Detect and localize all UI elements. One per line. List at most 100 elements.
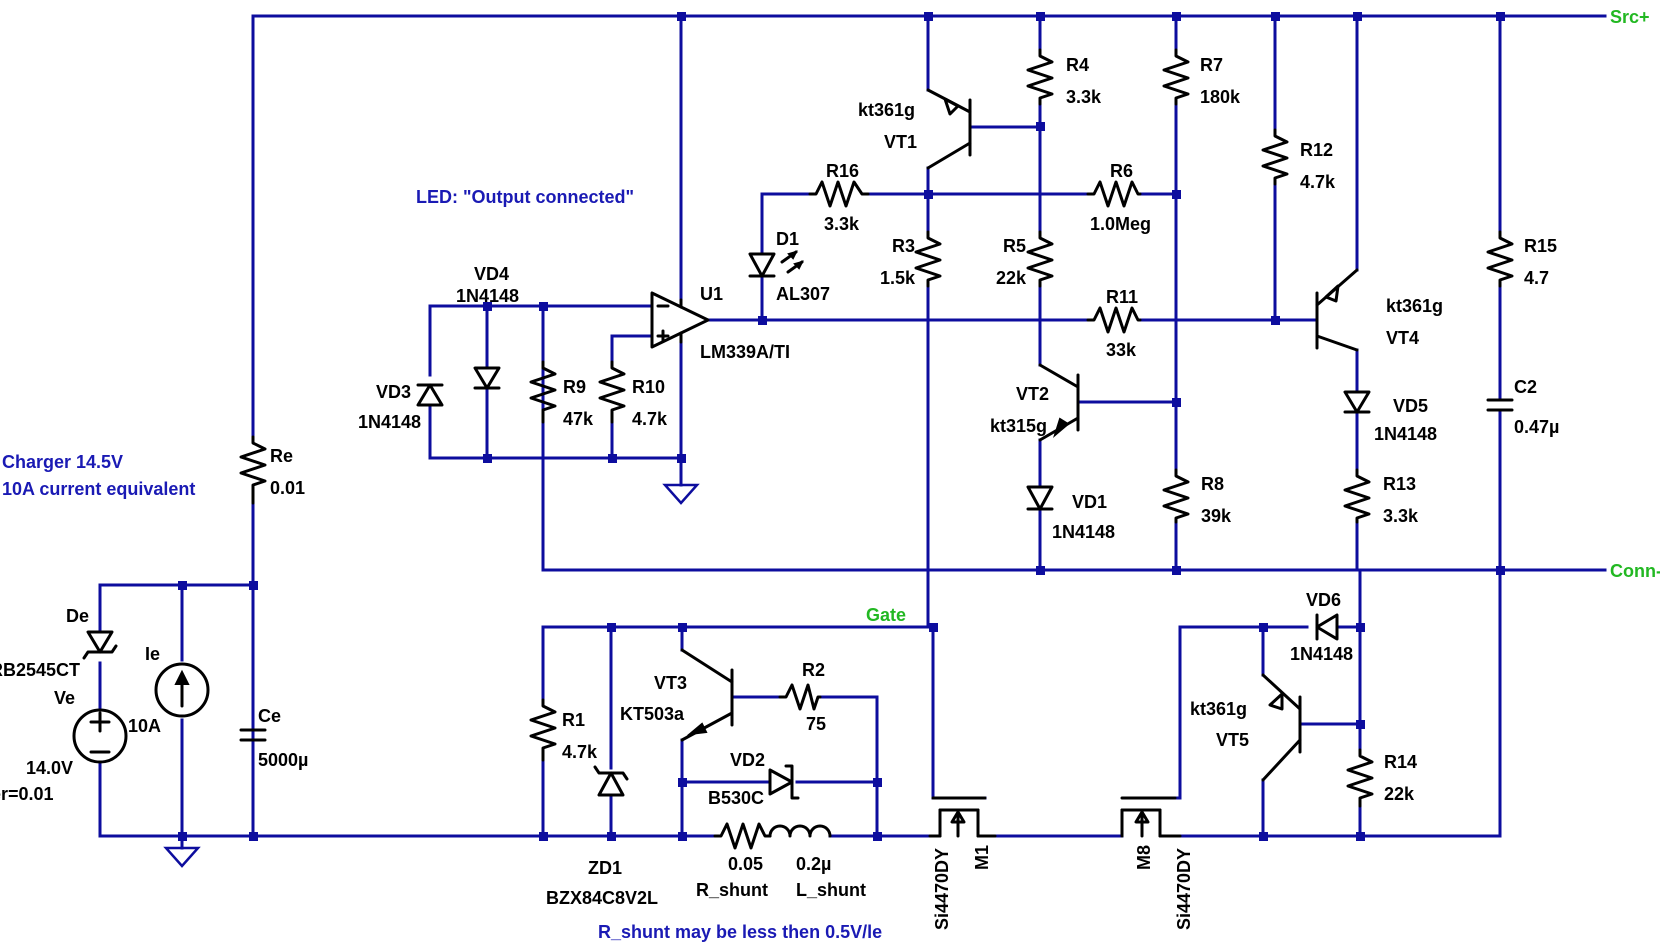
- label-vd3-value: 1N4148: [358, 412, 421, 432]
- resistor-r4: [1026, 48, 1054, 106]
- label-r6-value: 1.0Meg: [1090, 214, 1151, 234]
- inductor-lshunt: [768, 824, 832, 838]
- resistor-r13: [1343, 468, 1371, 524]
- label-r6-name: R6: [1110, 161, 1133, 181]
- net-labels: Src+ Conn- Gate: [866, 7, 1660, 625]
- resistor-r10: [598, 360, 626, 424]
- resistor-r2: [778, 683, 822, 711]
- label-r12-value: 4.7k: [1300, 172, 1336, 192]
- voltage-source-ve: [72, 708, 128, 764]
- label-re-name: Re: [270, 446, 293, 466]
- label-r7-name: R7: [1200, 55, 1223, 75]
- label-r1-value: 4.7k: [562, 742, 598, 762]
- label-u1-value: LM339A/TI: [700, 342, 790, 362]
- net-label-gate: Gate: [866, 605, 906, 625]
- label-vd2-value: B530C: [708, 788, 764, 808]
- label-r14-name: R14: [1384, 752, 1417, 772]
- resistor-r16: [808, 180, 870, 208]
- label-r9-value: 47k: [563, 409, 594, 429]
- resistor-r1: [529, 698, 557, 762]
- capacitor-ce: [239, 728, 267, 742]
- label-vd1-value: 1N4148: [1052, 522, 1115, 542]
- label-r12-name: R12: [1300, 140, 1333, 160]
- junction-dots: [178, 12, 1505, 841]
- label-r11-name: R11: [1106, 287, 1138, 307]
- label-ie-value: 10A: [128, 716, 161, 736]
- label-m1-value: Si4470DY: [932, 848, 952, 930]
- label-lshunt-value: 0.2µ: [796, 854, 831, 874]
- note-led-output-connected: LED: "Output connected": [416, 187, 634, 207]
- comparator-u1: [650, 291, 710, 349]
- label-vt5-value: kt361g: [1190, 699, 1247, 719]
- label-m8-name: M8: [1134, 845, 1154, 870]
- label-ce-name: Ce: [258, 706, 281, 726]
- label-vd2-name: VD2: [730, 750, 765, 770]
- label-r15-name: R15: [1524, 236, 1557, 256]
- transistor-vt3: [680, 648, 734, 742]
- label-lshunt-name: L_shunt: [796, 880, 866, 900]
- resistor-r5: [1026, 230, 1054, 288]
- diode-vd6: [1315, 613, 1339, 641]
- label-r2-name: R2: [802, 660, 825, 680]
- mosfet-m8: [1120, 796, 1182, 838]
- diode-de: [82, 630, 118, 660]
- diode-d1-led: [748, 250, 804, 278]
- resistor-r3: [914, 230, 942, 288]
- label-r9-name: R9: [563, 377, 586, 397]
- resistor-rshunt: [713, 822, 772, 850]
- label-r5-name: R5: [1003, 236, 1026, 256]
- label-vt4-name: VT4: [1386, 328, 1419, 348]
- label-vd3-name: VD3: [376, 382, 411, 402]
- label-r7-value: 180k: [1200, 87, 1241, 107]
- zener-zd1: [593, 765, 629, 797]
- label-r8-name: R8: [1201, 474, 1224, 494]
- label-m1-name: M1: [972, 845, 992, 870]
- label-ve-rser: Rser=0.01: [0, 784, 54, 804]
- resistor-r11: [1086, 306, 1142, 334]
- component-labels: R4 3.3k R7 180k kt361g VT1 R12 4.7k R16 …: [0, 55, 1559, 930]
- transistor-vt2: [1038, 363, 1080, 442]
- label-zd1-name: ZD1: [588, 858, 622, 878]
- mosfet-m1: [928, 796, 997, 838]
- note-charger-line1: Charger 14.5V: [2, 452, 123, 472]
- resistor-r7: [1162, 48, 1190, 106]
- resistor-r12: [1261, 128, 1289, 186]
- label-d1-name: D1: [776, 229, 799, 249]
- note-rshunt: R_shunt may be less then 0.5V/le: [598, 922, 882, 942]
- label-ve-value: 14.0V: [26, 758, 73, 778]
- label-d1-value: AL307: [776, 284, 830, 304]
- label-rshunt-value: 0.05: [728, 854, 763, 874]
- net-label-src-plus: Src+: [1610, 7, 1650, 27]
- label-rshunt-name: R_shunt: [696, 880, 768, 900]
- label-de-name: De: [66, 606, 89, 626]
- diode-vd5: [1343, 390, 1371, 414]
- label-vd4-value: 1N4148: [456, 286, 519, 306]
- label-vt3-name: VT3: [654, 673, 687, 693]
- resistor-r15: [1486, 230, 1514, 288]
- label-de-value: RB2545CT: [0, 660, 80, 680]
- label-vd5-name: VD5: [1393, 396, 1428, 416]
- label-r10-value: 4.7k: [632, 409, 668, 429]
- label-r8-value: 39k: [1201, 506, 1232, 526]
- label-vd6-name: VD6: [1306, 590, 1341, 610]
- resistor-r9: [529, 360, 557, 424]
- label-c2-value: 0.47µ: [1514, 417, 1559, 437]
- note-charger-line2: 10A current equivalent: [2, 479, 195, 499]
- transistor-vt4: [1315, 268, 1359, 352]
- label-r1-name: R1: [562, 710, 585, 730]
- label-r4-name: R4: [1066, 55, 1089, 75]
- annotation-notes: LED: "Output connected" Charger 14.5V 10…: [2, 187, 882, 942]
- label-r3-value: 1.5k: [880, 268, 916, 288]
- label-vt2-name: VT2: [1016, 384, 1049, 404]
- label-r16-value: 3.3k: [824, 214, 860, 234]
- label-r14-value: 22k: [1384, 784, 1415, 804]
- label-r16-name: R16: [826, 161, 859, 181]
- label-zd1-value: BZX84C8V2L: [546, 888, 658, 908]
- label-ie-name: Ie: [145, 644, 160, 664]
- label-r3-name: R3: [892, 236, 915, 256]
- label-c2-name: C2: [1514, 377, 1537, 397]
- current-source-ie: [154, 662, 210, 718]
- label-r15-value: 4.7: [1524, 268, 1549, 288]
- label-r13-name: R13: [1383, 474, 1416, 494]
